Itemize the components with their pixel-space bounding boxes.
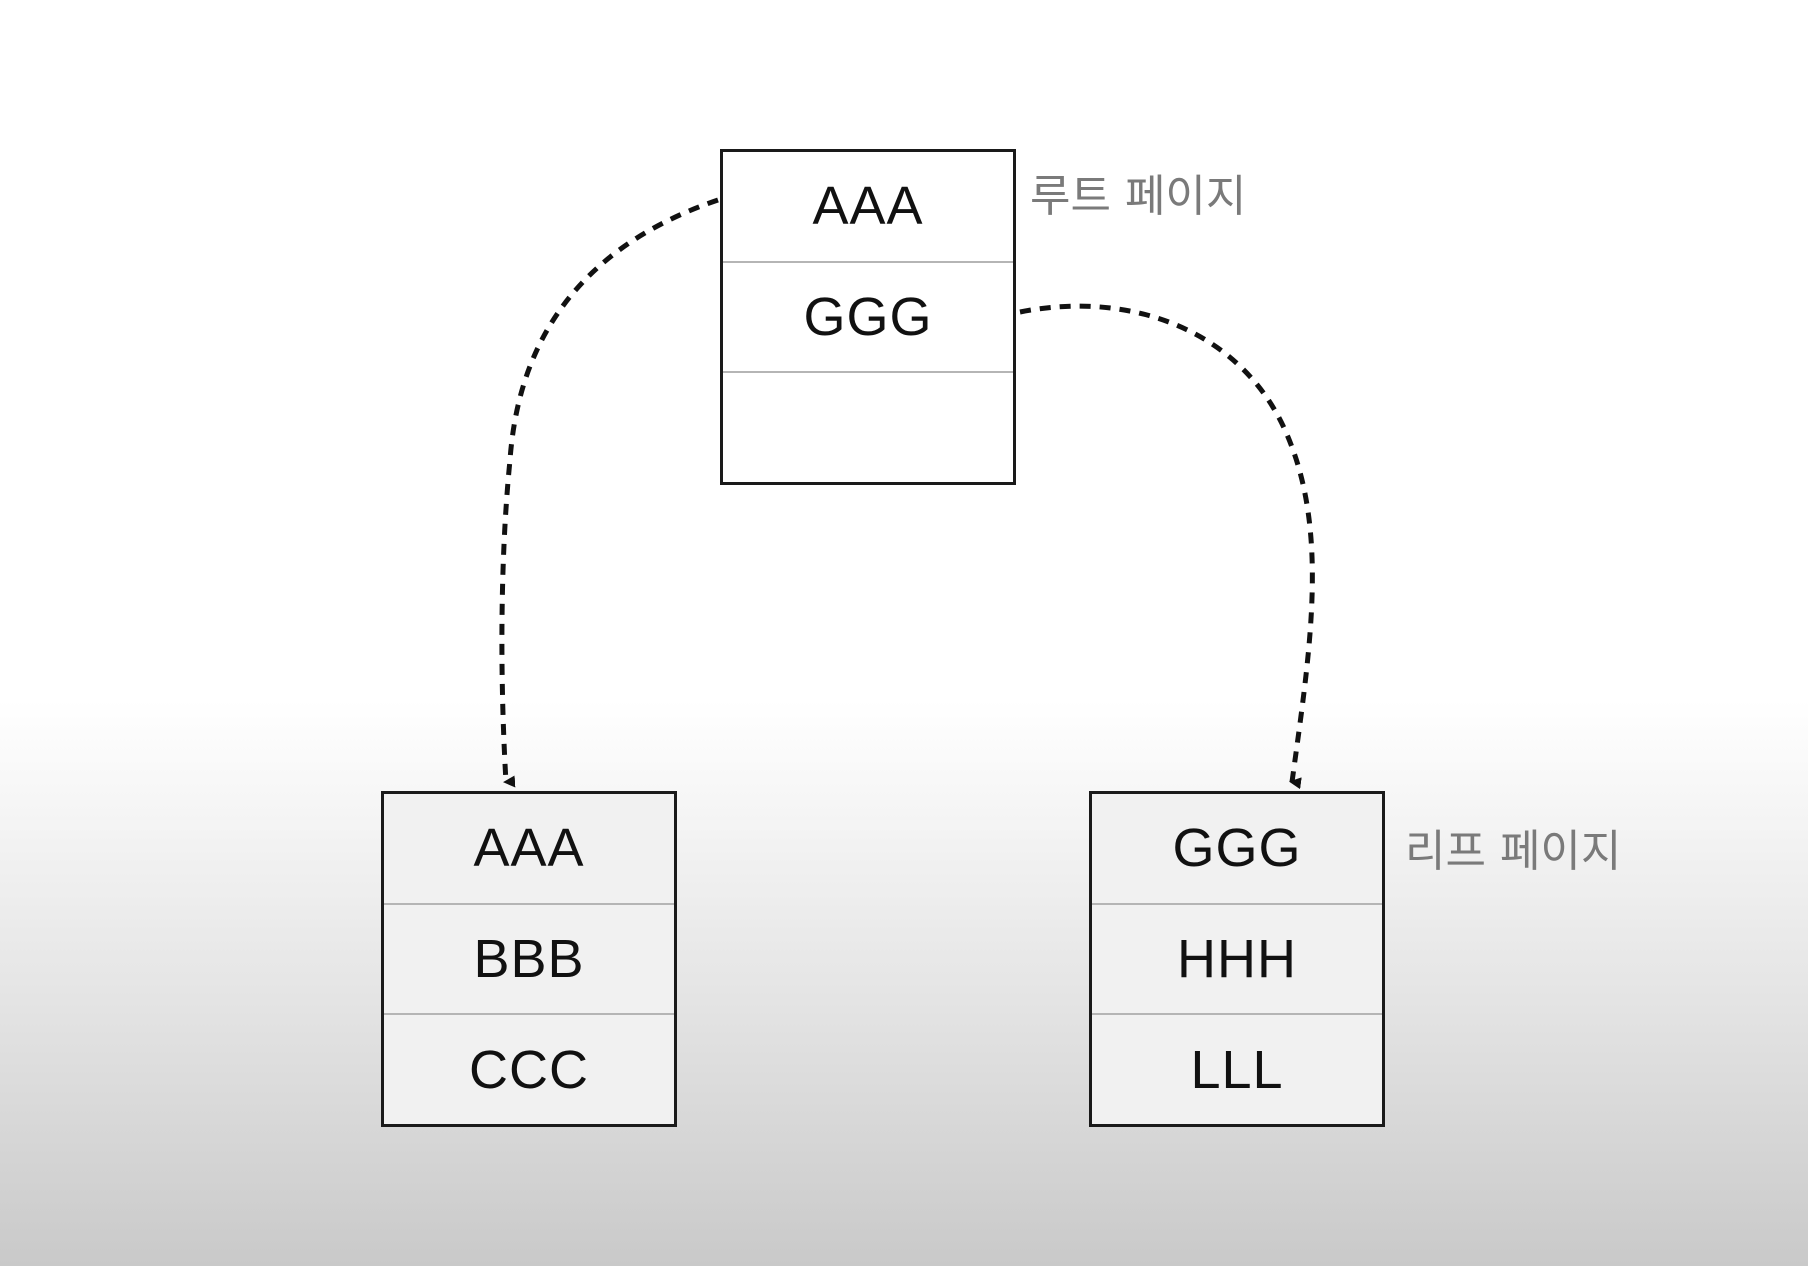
leaf-key-cell: GGG	[1092, 794, 1382, 905]
root-key-cell: GGG	[723, 263, 1013, 374]
leaf-key-cell: AAA	[384, 794, 674, 905]
leaf-key-cell: LLL	[1190, 1039, 1284, 1100]
pointer-arrow-aaa	[499, 197, 719, 788]
root-empty-cell	[723, 373, 1013, 482]
leaf-key-cell: CCC	[469, 1039, 589, 1100]
leaf-page-box-right: GGG HHH LLL	[1089, 791, 1385, 1127]
pointer-arrow-ggg	[1019, 303, 1315, 790]
root-page-box: AAA GGG	[720, 149, 1016, 485]
leaf-page-label: 리프 페이지	[1405, 826, 1622, 877]
root-page-label: 루트 페이지	[1030, 171, 1247, 222]
leaf-key-cell: HHH	[1092, 905, 1382, 1016]
root-key-cell: AAA	[723, 152, 1013, 263]
leaf-key-cell: BBB	[384, 905, 674, 1016]
leaf-page-box-left: AAA BBB CCC	[381, 791, 677, 1127]
